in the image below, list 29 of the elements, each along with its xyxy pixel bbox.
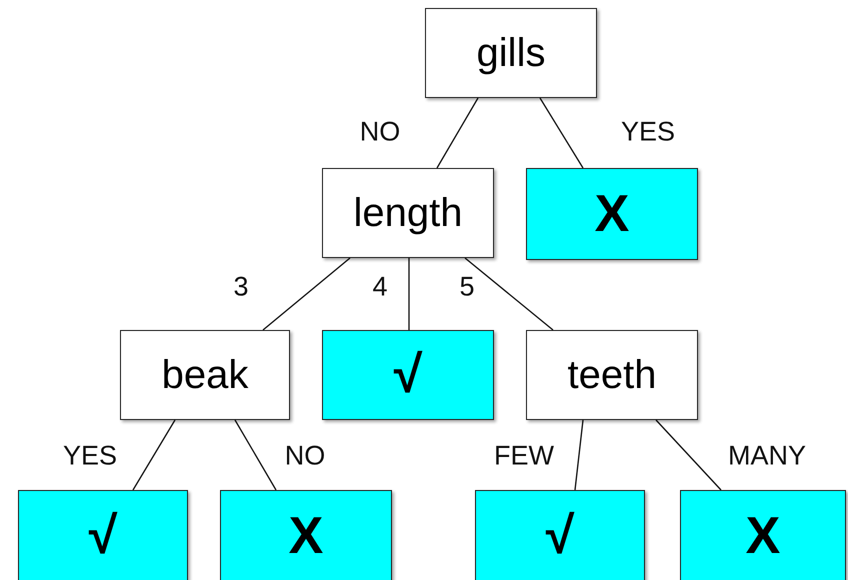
leaf-box (220, 490, 392, 580)
leaf-box (18, 490, 188, 580)
connector-line (234, 420, 277, 490)
result-text: X (746, 510, 780, 562)
connector-line (132, 420, 176, 490)
leaf-box (475, 490, 645, 580)
leaf-box (526, 168, 698, 260)
result-text: √ (88, 510, 118, 562)
node-text: gills (476, 33, 546, 73)
decision-box (526, 330, 698, 420)
connector-line (408, 258, 410, 330)
connector-line (656, 420, 722, 490)
decision-box (425, 8, 597, 98)
connector-line (539, 98, 584, 168)
connector-line (436, 98, 479, 168)
result-text: √ (546, 510, 574, 562)
connector-line (574, 420, 584, 490)
node-text: teeth (568, 355, 656, 395)
result-text: X (594, 188, 630, 240)
node-text: length (354, 193, 462, 233)
node-text: beak (162, 355, 248, 395)
connector-line (262, 258, 350, 330)
result-text: √ (394, 349, 422, 401)
leaf-box (322, 330, 494, 420)
connector-line (464, 258, 554, 330)
result-text: X (288, 510, 324, 562)
leaf-box (680, 490, 846, 580)
decision-box (322, 168, 494, 258)
decision-box (120, 330, 290, 420)
